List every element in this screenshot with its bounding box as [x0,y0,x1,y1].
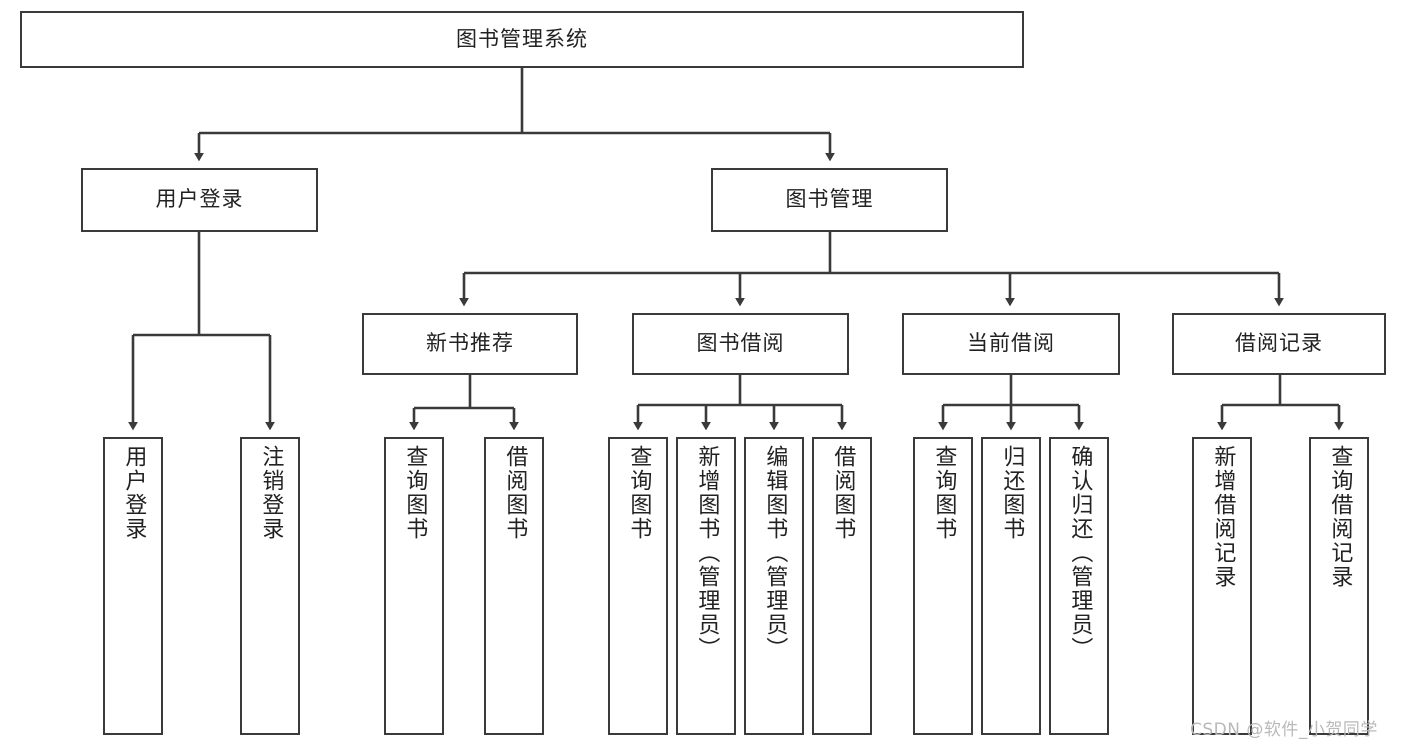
node-root-label: 图书管理系统 [456,26,588,51]
leaf-user-login-label: 用户登录 [121,445,147,541]
node-borrow-record-label: 借阅记录 [1235,331,1323,356]
leaf-query-book-1[interactable]: 查询图书 [384,437,444,735]
leaf-borrow-book-1-label: 借阅图书 [502,445,528,541]
leaf-query-record-label: 查询借阅记录 [1327,445,1353,589]
leaf-query-book-3[interactable]: 查询图书 [913,437,973,735]
leaf-user-logout[interactable]: 注销登录 [240,437,300,735]
node-borrow-record[interactable]: 借阅记录 [1172,313,1386,375]
leaf-add-book[interactable]: 新增图书（管理员） [676,437,736,735]
leaf-edit-book-label: 编辑图书（管理员） [762,445,788,661]
node-book-borrow[interactable]: 图书借阅 [632,313,849,375]
leaf-query-book-1-label: 查询图书 [402,445,428,541]
leaf-add-record[interactable]: 新增借阅记录 [1192,437,1252,735]
node-user-login-label: 用户登录 [155,187,244,212]
leaf-user-login[interactable]: 用户登录 [103,437,163,735]
node-new-book-recommend[interactable]: 新书推荐 [362,313,578,375]
leaf-query-book-2-label: 查询图书 [626,445,652,541]
leaf-add-book-label: 新增图书（管理员） [694,445,720,661]
node-user-login[interactable]: 用户登录 [81,168,318,232]
csdn-watermark: CSDN @软件_小贺同学 [1190,720,1378,740]
node-root[interactable]: 图书管理系统 [20,11,1024,68]
node-current-borrow[interactable]: 当前借阅 [902,313,1120,375]
node-new-book-recommend-label: 新书推荐 [426,331,514,356]
leaf-borrow-book-2[interactable]: 借阅图书 [812,437,872,735]
node-book-manage-label: 图书管理 [785,187,874,212]
leaf-edit-book[interactable]: 编辑图书（管理员） [744,437,804,735]
leaf-return-book-label: 归还图书 [999,445,1025,541]
leaf-user-logout-label: 注销登录 [258,445,284,541]
leaf-borrow-book-2-label: 借阅图书 [830,445,856,541]
leaf-query-book-2[interactable]: 查询图书 [608,437,668,735]
leaf-query-record[interactable]: 查询借阅记录 [1309,437,1369,735]
leaf-confirm-return[interactable]: 确认归还（管理员） [1049,437,1109,735]
node-book-borrow-label: 图书借阅 [696,331,785,356]
leaf-query-book-3-label: 查询图书 [931,445,957,541]
node-current-borrow-label: 当前借阅 [967,331,1055,356]
leaf-borrow-book-1[interactable]: 借阅图书 [484,437,544,735]
leaf-add-record-label: 新增借阅记录 [1210,445,1236,589]
leaf-confirm-return-label: 确认归还（管理员） [1067,445,1093,661]
leaf-return-book[interactable]: 归还图书 [981,437,1041,735]
node-book-manage[interactable]: 图书管理 [711,168,948,232]
